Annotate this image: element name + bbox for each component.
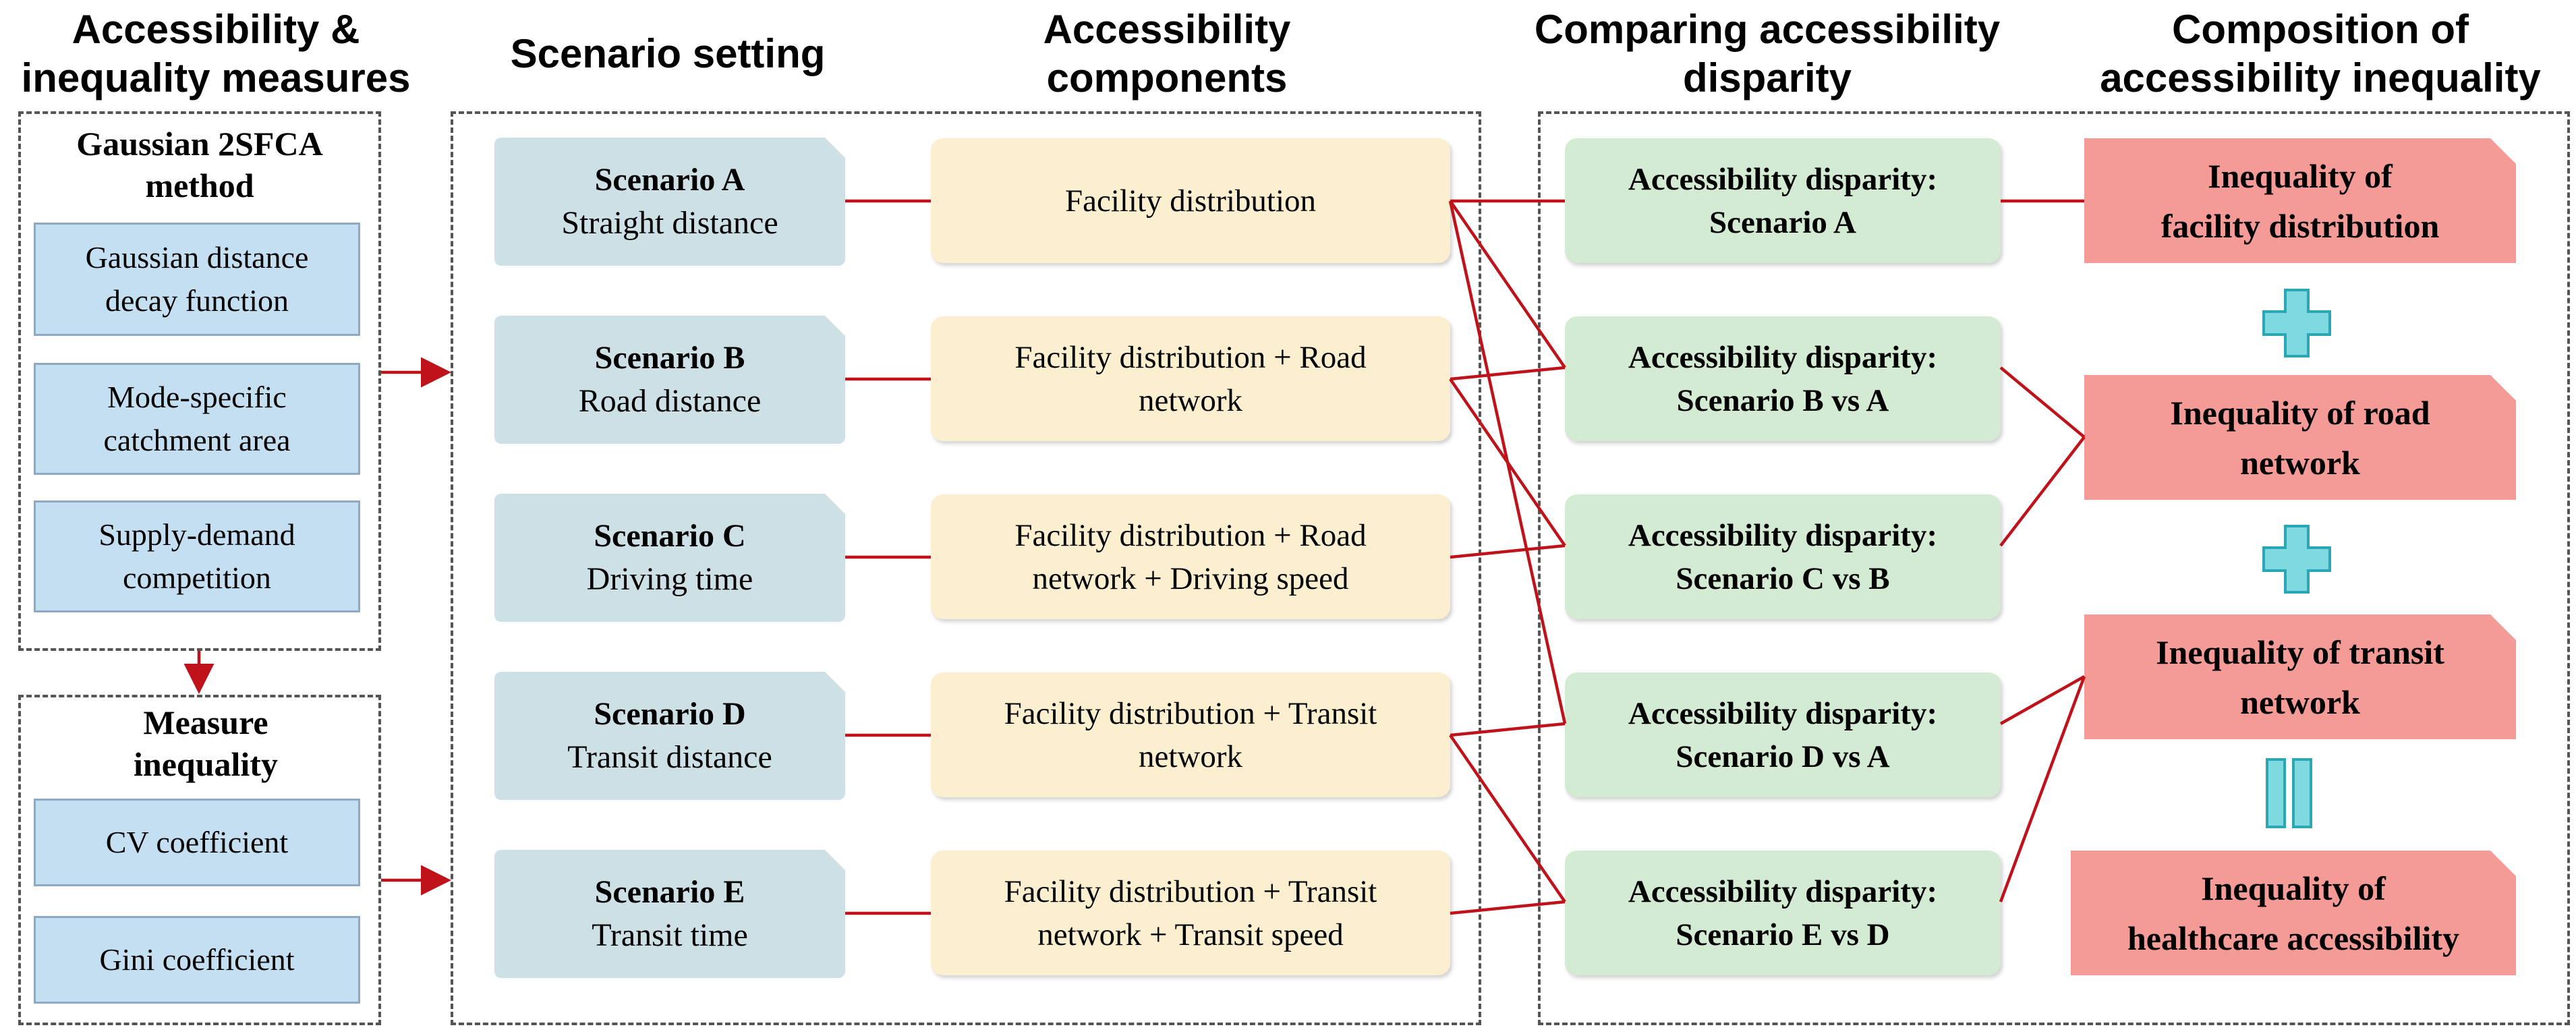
header-measures: Accessibility & inequality measures (21, 7, 411, 100)
header-components: Accessibility components (1043, 7, 1291, 100)
method-supply-demand: Supply-demand competition (34, 500, 360, 612)
header-composition: Composition of accessibility inequality (2100, 7, 2541, 100)
link-comp-a-disp-b (1449, 200, 1566, 369)
link-comp-e-disp-e (1450, 900, 1566, 915)
gaussian-group (18, 111, 381, 651)
plus-icon (2262, 289, 2331, 357)
header-disparity: Comparing accessibility disparity (1534, 7, 2001, 100)
link-comp-d-disp-d (1450, 722, 1566, 737)
header-scenario-setting: Scenario setting (510, 31, 826, 76)
link-disp-e-ineq (1999, 676, 2086, 902)
link-comp-d-disp-e (1449, 734, 1566, 903)
gaussian-title: Gaussian 2SFCA method (76, 125, 323, 204)
link-comp-b-disp-b (1450, 366, 1566, 381)
disparity-e-vs-d: Accessibility disparity:Scenario E vs D (1565, 851, 2001, 975)
equals-icon-bar-left (2266, 758, 2286, 828)
disparity-composition-group (1538, 111, 2570, 1025)
link-comp-c-disp-c (1450, 544, 1566, 559)
component-a: Facility distribution (931, 138, 1450, 263)
method-decay-function: Gaussian distance decay function (34, 223, 360, 336)
link-disp-d-ineq (1999, 675, 2086, 725)
disparity-c-vs-b: Accessibility disparity:Scenario C vs B (1565, 494, 2001, 619)
plus-icon-2 (2262, 525, 2331, 594)
method-catchment-area: Mode-specific catchment area (34, 363, 360, 475)
link-comp-b-disp-c (1449, 378, 1566, 547)
disparity-d-vs-a: Accessibility disparity:Scenario D vs A (1565, 672, 2001, 797)
disparity-b-vs-a: Accessibility disparity:Scenario B vs A (1565, 316, 2001, 441)
method-gini: Gini coefficient (34, 916, 360, 1004)
disparity-a: Accessibility disparity:Scenario A (1565, 138, 2001, 263)
method-cv: CV coefficient (34, 799, 360, 886)
link-disp-c-ineq (1999, 436, 2086, 547)
scenario-components-group (451, 111, 1481, 1025)
equals-icon-bar-right (2292, 758, 2312, 828)
inequality-group (18, 695, 381, 1025)
inequality-title: Measure inequality (134, 703, 278, 783)
link-disp-b-ineq (1999, 366, 2086, 438)
